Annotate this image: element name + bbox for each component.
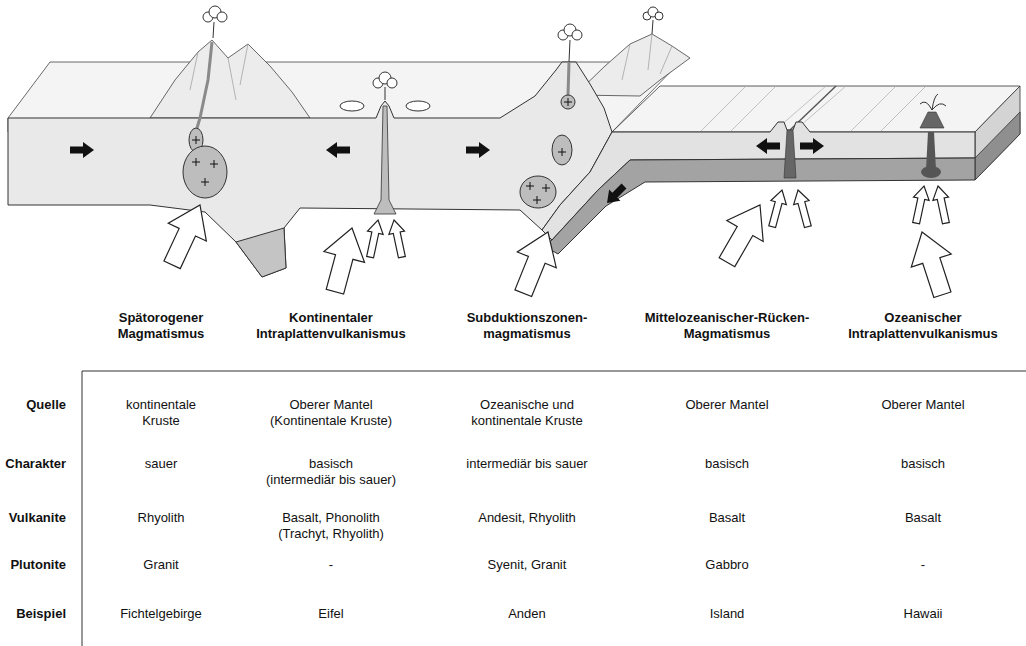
table-cell: basisch <box>901 456 945 472</box>
column-heading: Subduktionszonen- magmatismus <box>467 310 588 342</box>
table-rule <box>82 371 1026 646</box>
mountain-range <box>622 34 672 80</box>
plate-motion-arrow <box>756 138 780 154</box>
volcanic-plume <box>655 12 663 20</box>
magma-ascent-arrow <box>902 226 962 302</box>
table-cell: Basalt <box>905 510 941 526</box>
mountain-range <box>190 44 248 100</box>
mountain-range <box>150 34 690 118</box>
volcanic-plume <box>340 101 364 111</box>
volcanic-plume <box>572 30 582 40</box>
table-cell: Hawaii <box>903 606 942 622</box>
table-cell: Basalt <box>709 510 745 526</box>
pluton-crosses <box>192 98 572 204</box>
row-label: Beispiel <box>16 606 66 622</box>
ocean-top-surface <box>612 86 1020 132</box>
table-cell: kontinentale Kruste <box>126 397 196 429</box>
row-label: Plutonite <box>10 557 66 573</box>
row-label: Vulkanite <box>9 510 66 526</box>
plate-motion-arrow <box>601 180 629 208</box>
magma-intrusion <box>568 62 569 95</box>
magma-ascent-arrow <box>504 224 568 301</box>
table-cell: - <box>921 557 925 573</box>
continental-crust <box>8 62 612 277</box>
magma-ascent-arrow <box>908 184 932 224</box>
volcanic-plume <box>213 20 653 100</box>
magma-ascent-arrow <box>764 188 789 229</box>
plate-motion-arrow <box>70 138 824 209</box>
table-cell: intermediär bis sauer <box>466 456 587 472</box>
table-cell: Island <box>710 606 745 622</box>
ocean-top-surface <box>612 86 1020 132</box>
ocean-top-surface <box>700 86 926 132</box>
plate-motion-arrow <box>466 142 490 158</box>
column-heading: Spätorogener Magmatismus <box>118 310 205 342</box>
continental-crust <box>236 228 286 277</box>
table-cell: Oberer Mantel <box>881 397 964 413</box>
magma-intrusion <box>197 42 212 128</box>
column-heading: Mittelozeanischer-Rücken- Magmatismus <box>645 310 810 342</box>
table-cell: Eifel <box>318 606 343 622</box>
ocean-side-face <box>975 86 1020 180</box>
pluton-crosses <box>192 98 572 204</box>
table-cell: basisch <box>705 456 749 472</box>
mountain-range <box>150 40 310 118</box>
table-cell: Rhyolith <box>138 510 185 526</box>
table-cell: basisch (intermediär bis sauer) <box>266 456 396 488</box>
magma-intrusion <box>920 112 944 128</box>
table-rule <box>82 371 1026 372</box>
magma-ascent-arrow <box>709 195 778 273</box>
ocean-side-face <box>975 112 1020 180</box>
magma-ascent-arrow <box>386 218 410 258</box>
table-cell: Anden <box>508 606 546 622</box>
magma-intrusion <box>374 106 396 214</box>
magma-ascent-arrow <box>930 184 954 224</box>
column-heading: Ozeanischer Intraplattenvulkanismus <box>848 310 998 342</box>
row-label: Charakter <box>5 456 66 472</box>
plate-motion-arrow <box>70 142 94 158</box>
magma-intrusion <box>921 166 941 178</box>
table-cell: Oberer Mantel (Kontinentale Kruste) <box>270 397 392 429</box>
row-label: Quelle <box>26 397 66 413</box>
magma-ascent-arrow <box>153 196 219 274</box>
column-heading: Kontinentaler Intraplattenvulkanismus <box>256 310 406 342</box>
table-rule <box>82 371 83 646</box>
table-cell: Basalt, Phonolith (Trachyt, Rhyolith) <box>278 510 384 542</box>
table-cell: Gabbro <box>705 557 748 573</box>
plate-motion-arrow <box>326 142 350 158</box>
magma-ascent-arrow <box>153 184 962 301</box>
volcanic-plume <box>406 101 430 111</box>
table-cell: Ozeanische und kontinentale Kruste <box>471 397 582 429</box>
magma-intrusion <box>183 146 227 198</box>
magma-intrusion <box>520 176 556 208</box>
magma-ascent-arrow <box>362 218 386 258</box>
table-cell: Granit <box>143 557 178 573</box>
magma-ascent-arrow <box>315 223 373 298</box>
magma-ascent-arrow <box>790 188 815 229</box>
table-cell: Syenit, Granit <box>488 557 567 573</box>
table-cell: sauer <box>145 456 178 472</box>
magma-intrusion <box>183 42 944 214</box>
table-cell: Fichtelgebirge <box>120 606 202 622</box>
magma-intrusion <box>784 130 796 178</box>
continental-crust <box>8 62 612 277</box>
table-cell: - <box>329 557 333 573</box>
table-cell: Oberer Mantel <box>685 397 768 413</box>
volcanic-plume <box>387 78 397 88</box>
volcanic-plume <box>203 6 946 111</box>
magma-intrusion <box>926 132 936 170</box>
plate-motion-arrow <box>800 138 824 154</box>
table-cell: Andesit, Rhyolith <box>478 510 576 526</box>
ocean-side-face <box>975 86 1020 180</box>
volcanic-plume <box>920 94 946 110</box>
volcanic-plume <box>217 12 227 22</box>
